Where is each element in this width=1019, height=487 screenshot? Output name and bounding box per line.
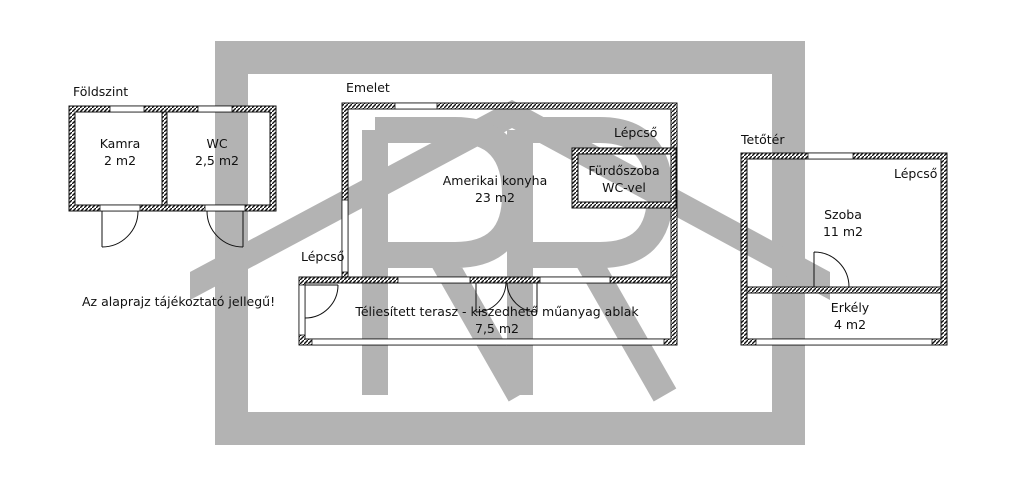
attic-plan bbox=[740, 152, 948, 346]
wc-area: 2,5 m2 bbox=[195, 153, 239, 168]
kamra-area: 2 m2 bbox=[104, 153, 136, 168]
ground-floor-plan bbox=[68, 105, 277, 248]
attic-window bbox=[807, 152, 854, 160]
terrace-area: 7,5 m2 bbox=[475, 321, 519, 336]
kamra-window bbox=[109, 105, 145, 113]
door-swing-icon bbox=[475, 282, 507, 313]
upper-window bbox=[394, 102, 438, 110]
terrace-window-a bbox=[397, 276, 471, 284]
attic-stairs-label: Lépcső bbox=[894, 166, 937, 181]
upper-left-opening bbox=[341, 199, 349, 273]
kamra-doorway bbox=[99, 204, 141, 212]
door-swing-icon bbox=[304, 284, 339, 319]
bathroom-walls bbox=[571, 147, 677, 209]
room-area: 11 m2 bbox=[823, 224, 863, 239]
balcony-name: Erkély bbox=[831, 300, 870, 315]
terrace-window-b bbox=[539, 276, 611, 284]
bathroom-sub: WC-vel bbox=[602, 180, 646, 195]
upper-floor-plan bbox=[298, 102, 678, 346]
door-swing-icon bbox=[101, 210, 139, 248]
upper-floor-label: Emelet bbox=[346, 80, 390, 95]
balcony-window bbox=[755, 338, 933, 346]
kitchen-area: 23 m2 bbox=[475, 190, 515, 205]
attic-walls bbox=[740, 152, 948, 346]
room-name: Szoba bbox=[824, 207, 862, 222]
wc-window bbox=[197, 105, 233, 113]
wc-name: WC bbox=[206, 136, 227, 151]
watermark bbox=[190, 41, 830, 445]
door-swing-icon bbox=[206, 210, 244, 248]
kitchen-name: Amerikai konyha bbox=[443, 173, 548, 188]
terrace-bottom-window bbox=[311, 338, 665, 346]
ground-floor-label: Földszint bbox=[73, 84, 128, 99]
disclaimer-text: Az alaprajz tájékoztató jellegű! bbox=[82, 294, 275, 309]
stairs-left-label: Lépcső bbox=[301, 249, 344, 264]
attic-partition bbox=[746, 286, 942, 294]
ground-floor-partition bbox=[161, 111, 168, 206]
door-swing-icon bbox=[813, 251, 850, 288]
wc-doorway bbox=[204, 204, 246, 212]
stairs-top-label: Lépcső bbox=[614, 125, 657, 140]
bathroom-name: Fürdőszoba bbox=[588, 163, 659, 178]
door-swing-icon bbox=[506, 282, 538, 313]
terrace-name: Téliesített terasz - kiszedhető műanyag … bbox=[354, 304, 639, 319]
terrace-left-opening bbox=[298, 284, 306, 336]
balcony-area: 4 m2 bbox=[834, 317, 866, 332]
kamra-name: Kamra bbox=[100, 136, 141, 151]
attic-label: Tetőtér bbox=[740, 132, 785, 147]
